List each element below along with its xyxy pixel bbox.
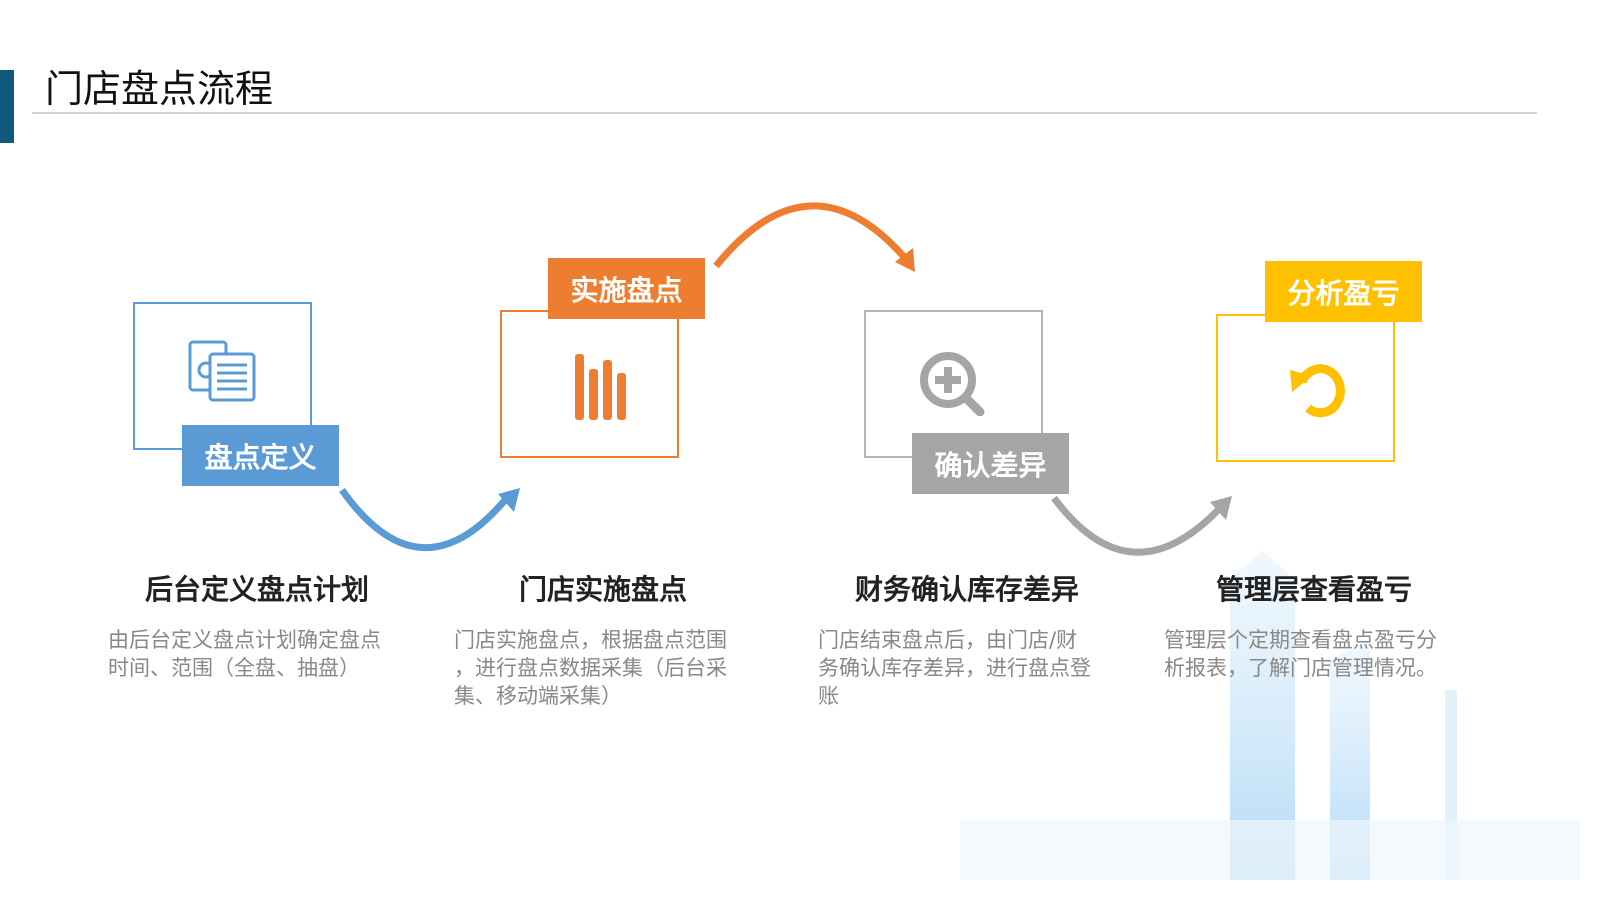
step-card-analyze xyxy=(1216,314,1395,462)
step-heading: 财务确认库存差异 xyxy=(854,573,1079,606)
desc-line: 门店结束盘点后，由门店/财 xyxy=(818,628,1078,652)
step-description: 由后台定义盘点计划确定盘点 时间、范围（全盘、抽盘） xyxy=(108,626,428,682)
step-heading: 后台定义盘点计划 xyxy=(144,573,369,606)
arrow-head-blue xyxy=(498,488,520,512)
step-description: 管理层个定期查看盘点盈亏分 析报表，了解门店管理情况。 xyxy=(1164,626,1484,682)
desc-line: 时间、范围（全盘、抽盘） xyxy=(108,656,360,680)
step-tag-analyze: 分析盈亏 xyxy=(1265,261,1422,322)
step-heading: 门店实施盘点 xyxy=(518,573,687,606)
desc-line: 由后台定义盘点计划确定盘点 xyxy=(108,628,381,652)
desc-line: 析报表，了解门店管理情况。 xyxy=(1164,656,1437,680)
step-description: 门店结束盘点后，由门店/财 务确认库存差异，进行盘点登 账 xyxy=(818,626,1138,710)
zoom-in-icon xyxy=(920,352,985,416)
desc-line: ，进行盘点数据采集（后台采 xyxy=(454,656,727,680)
step-tag-define: 盘点定义 xyxy=(182,425,339,486)
desc-line: 管理层个定期查看盘点盈亏分 xyxy=(1164,628,1437,652)
desc-line: 账 xyxy=(818,684,839,708)
arrow-gray xyxy=(1051,495,1221,556)
step-tag-confirm: 确认差异 xyxy=(912,433,1069,494)
title-divider xyxy=(32,112,1537,114)
desc-line: 门店实施盘点，根据盘点范围 xyxy=(454,628,727,652)
desc-line: 集、移动端采集） xyxy=(454,684,622,708)
arrow-head-gray xyxy=(1210,496,1232,520)
city-skyline-background xyxy=(960,550,1580,880)
arrow-orange xyxy=(713,202,908,269)
arrow-head-orange xyxy=(895,248,915,272)
step-heading: 管理层查看盈亏 xyxy=(1215,573,1412,606)
page-title: 门店盘点流程 xyxy=(45,67,274,111)
step-description: 门店实施盘点，根据盘点范围 ，进行盘点数据采集（后台采 集、移动端采集） xyxy=(454,626,774,710)
settings-document-icon xyxy=(188,340,256,402)
desc-line: 务确认库存差异，进行盘点登 xyxy=(818,656,1091,680)
step-tag-implement: 实施盘点 xyxy=(548,258,705,319)
title-accent-bar xyxy=(0,70,14,143)
arrow-blue xyxy=(339,487,508,551)
refresh-icon xyxy=(1290,364,1345,418)
bar-chart-icon xyxy=(575,354,626,420)
